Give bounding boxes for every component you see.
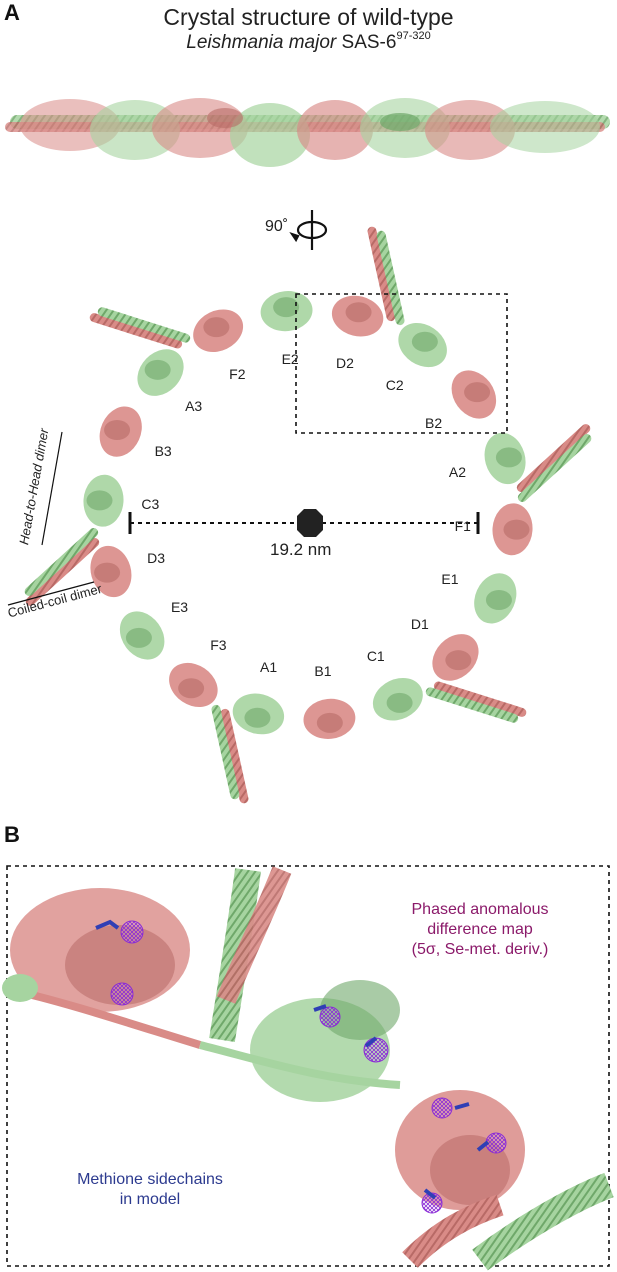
side-view-structure [5,98,610,167]
subunit-D2 [331,295,384,337]
diameter-label: 19.2 nm [270,540,332,559]
subunit-core [203,317,230,338]
coiled-coil-helix [25,537,100,606]
subunit-core [345,302,372,323]
protein-name: SAS-6 [336,32,397,53]
subunit-D1 [432,634,479,681]
phased-map-annotation: Phased anomalous difference map (5σ, Se-… [370,900,590,960]
subunit-core [495,447,522,468]
subunit-A3 [137,349,184,396]
subunit-core [94,562,121,583]
subunit-label: F1 [454,517,471,534]
coiled-coil-helix [97,307,191,343]
subunit-label: D1 [410,616,429,633]
rotation-arrow-icon [289,210,328,250]
subunit-core [178,678,205,699]
panel-a-title-line2: Leishmania major SAS-697-320 [0,30,617,54]
subunit-label: D2 [335,354,354,371]
coiled-coil-helix [376,230,405,326]
coiled-coil-helix [367,226,396,322]
subunit-core [386,692,413,713]
subunit-label: C2 [385,376,404,393]
subunit-core [125,627,152,648]
subunit-core [104,419,131,440]
subunit-E1 [474,573,517,624]
coiled-coil-helix [433,681,527,717]
diameter-indicator [128,509,480,537]
phased-line-2: difference map [427,921,533,938]
coiled-coil-helix [516,424,591,493]
subunit-core [411,331,438,352]
subunit-label: E1 [441,570,459,587]
subunit-core [464,382,491,403]
subunit-D3 [90,545,132,598]
subunit-label: C1 [366,648,385,665]
subunit-F3 [169,662,218,708]
subunit-B2 [451,370,497,419]
coiled-coil-helix [220,708,249,804]
subunit-label: A3 [185,397,203,414]
methionine-line-2: in model [119,1191,181,1208]
panel-a-letter: A [4,0,20,25]
subunit-label: E2 [281,350,299,367]
subunit-C3 [83,474,124,527]
phased-line-1: Phased anomalous [411,901,549,918]
coiled-coil-helix [517,434,592,502]
central-axis-marker [297,509,323,537]
subunit-core [244,707,271,728]
subunit-label: F2 [229,365,246,382]
subunit-label: B1 [314,663,332,680]
subunit-F2 [193,309,244,353]
species-name: Leishmania major [186,32,337,53]
subunit-C1 [372,677,423,721]
subunit-core [86,490,113,511]
subunit-label: B3 [154,443,172,460]
panel-b-letter: B [4,822,20,847]
coiled-coil-helix [24,528,99,596]
subunit-core [485,590,512,611]
subunit-core [273,297,300,318]
subunit-label: D3 [147,550,165,567]
phased-line-3: (5σ, Se-met. deriv.) [411,941,549,958]
subunit-E2 [260,291,313,332]
subunit-E3 [119,611,165,660]
panel-a-title-line1: Crystal structure of wild-type [163,4,454,30]
subunit-label: A2 [448,463,467,480]
subunit-label: A1 [260,659,278,676]
coiled-coil-helix [89,313,183,349]
subunit-B1 [303,698,356,739]
subunit-core [503,519,530,540]
rotation-label: 90˚ [265,218,289,235]
subunit-A2 [484,432,526,485]
methionine-line-1: Methione sidechains [77,1171,223,1188]
subunit-label: B2 [425,414,443,431]
subunit-F1 [492,503,533,556]
residue-range: 97-320 [396,30,431,42]
subunit-label: F3 [210,637,227,654]
panel-b-frame [6,865,610,1267]
coiled-coil-helix [211,704,240,800]
subunit-core [144,359,171,380]
subunit-core [445,650,472,671]
subunit-A1 [232,693,285,735]
zoomed-structure [2,866,614,1271]
subunit-B3 [99,406,142,457]
subunit-core [316,712,343,733]
coiled-coil-helix [425,687,519,723]
zoom-region-box [295,293,508,434]
subunit-C2 [398,322,447,368]
subunit-label: C3 [141,496,160,513]
ring-structure [24,226,592,804]
subunit-label: E3 [170,599,189,616]
methionine-annotation: Methione sidechains in model [40,1170,260,1210]
